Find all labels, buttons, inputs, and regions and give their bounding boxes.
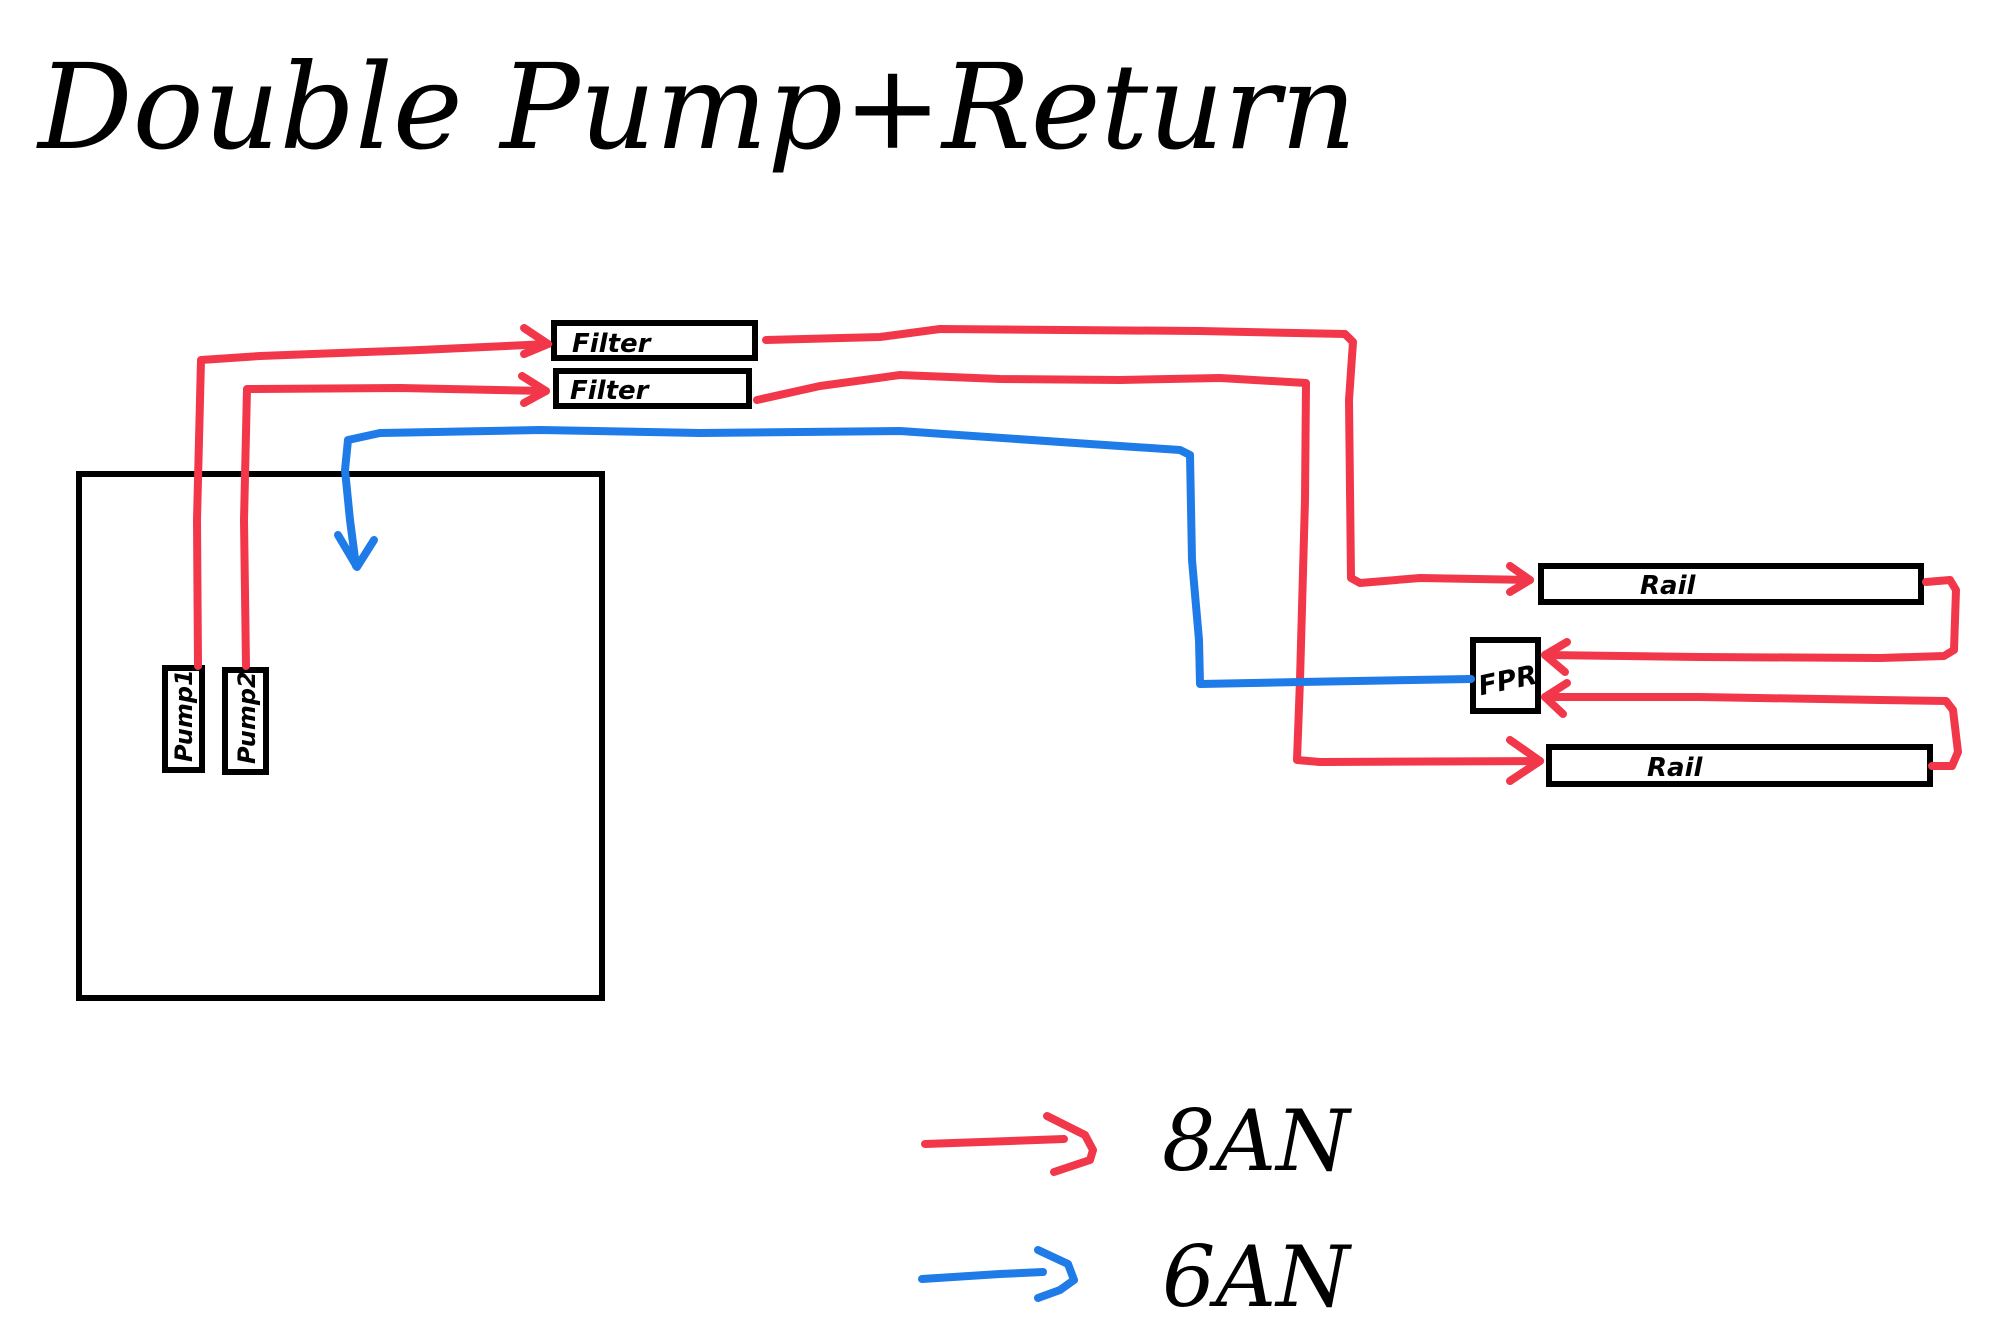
feed-line-filter2-to-rail2 bbox=[753, 371, 1544, 766]
feed-line-pump2-to-filter2 bbox=[240, 384, 550, 670]
filter-1: Filter bbox=[551, 320, 758, 361]
fuel-rail-2-label: Rail bbox=[1647, 753, 1703, 783]
fuel-pressure-regulator: FPR bbox=[1470, 637, 1541, 714]
legend-red-arrow bbox=[921, 1112, 1097, 1176]
diagram-title: Double Pump+Return bbox=[36, 38, 1356, 176]
legend-8an-label: 8AN bbox=[1162, 1092, 1352, 1190]
legend-item-6an: 6AN bbox=[918, 1228, 1352, 1326]
return-line-rail2-to-fpr bbox=[1541, 693, 1962, 770]
feed-line-filter1-to-rail1 bbox=[762, 325, 1534, 587]
legend: 8AN 6AN bbox=[918, 1092, 1352, 1326]
arrowhead-filter2 bbox=[518, 372, 550, 407]
filter-2-label: Filter bbox=[570, 376, 651, 406]
arrowhead-tank bbox=[334, 531, 378, 571]
fuel-rail-1: Rail bbox=[1538, 563, 1924, 605]
pump-1: Pump1 bbox=[162, 665, 205, 773]
legend-blue-arrow bbox=[918, 1246, 1078, 1302]
filter-1-label: Filter bbox=[572, 329, 653, 359]
return-line-fpr-to-tank bbox=[341, 426, 1475, 688]
legend-6an-label: 6AN bbox=[1162, 1228, 1352, 1326]
feed-line-pump1-to-filter1 bbox=[193, 340, 552, 670]
arrowhead-rail2 bbox=[1506, 736, 1544, 785]
arrowhead-filter1 bbox=[520, 324, 552, 358]
fuel-tank bbox=[76, 471, 605, 1001]
fuel-rail-1-label: Rail bbox=[1640, 571, 1696, 601]
arrowhead-rail1 bbox=[1506, 562, 1534, 596]
pump-2: Pump2 bbox=[222, 667, 269, 775]
pump-2-label: Pump2 bbox=[233, 671, 261, 764]
legend-item-8an: 8AN bbox=[921, 1092, 1352, 1190]
filter-2: Filter bbox=[553, 368, 752, 409]
arrowhead-fpr-top bbox=[1541, 638, 1571, 676]
arrowhead-fpr-bottom bbox=[1541, 679, 1571, 718]
return-line-rail1-to-fpr bbox=[1541, 576, 1960, 662]
pump-1-label: Pump1 bbox=[170, 669, 198, 762]
fuel-rail-2: Rail bbox=[1546, 744, 1933, 787]
